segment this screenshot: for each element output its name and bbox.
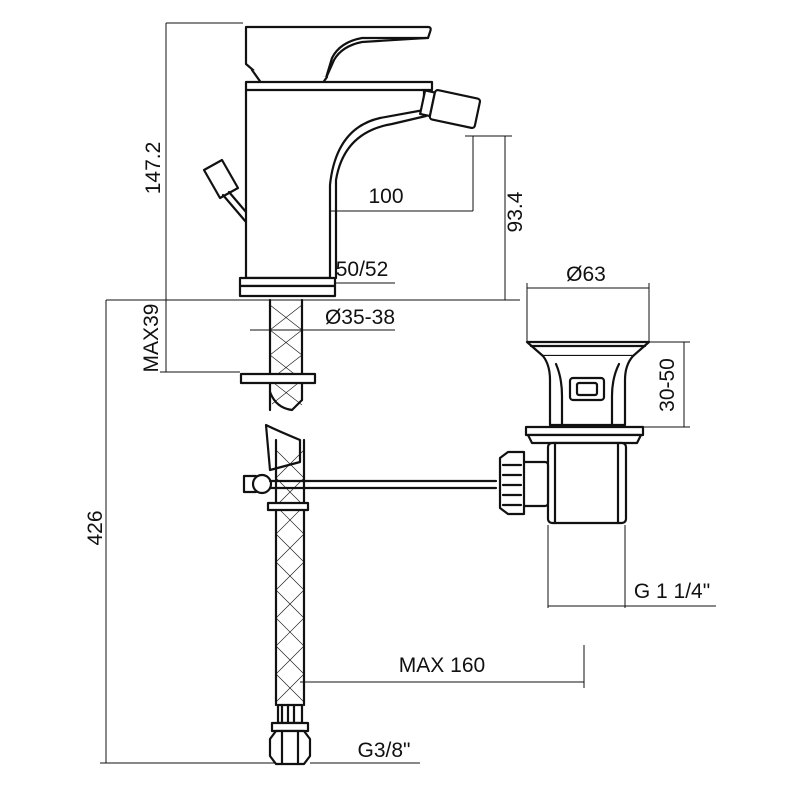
flexible-hose (264, 423, 312, 766)
mixer-body (244, 80, 434, 280)
lift-rod-linkage (242, 473, 498, 495)
label-spout-height: 93.4 (504, 191, 527, 232)
label-hose-length: 426 (84, 510, 107, 545)
lever-handle (244, 25, 432, 80)
label-waste-diameter: Ø63 (566, 263, 606, 286)
mixer-tap (202, 25, 482, 298)
label-waste-height: 30-50 (656, 358, 679, 412)
label-total-height: 147.2 (142, 142, 165, 195)
coupling-nut (498, 450, 526, 516)
label-hole-diameter: Ø35-38 (325, 306, 395, 329)
dimension-labels: 147.2 100 93.4 50/52 Ø35-38 MAX39 426 Ø6… (84, 142, 710, 762)
label-waste-thread: G 1 1/4" (634, 580, 710, 603)
label-max-deck: MAX39 (140, 304, 163, 373)
mounting-shank (239, 298, 317, 412)
lift-rod-knob (202, 158, 248, 224)
label-spout-reach: 100 (368, 185, 403, 208)
waste-body (546, 441, 628, 525)
base-plate (238, 276, 337, 288)
label-rod-length: MAX 160 (399, 654, 485, 677)
label-base-diameter: 50/52 (336, 258, 389, 281)
spout-nozzle (419, 89, 482, 130)
pop-up-waste (498, 340, 651, 525)
label-hose-thread: G3/8" (358, 739, 411, 762)
fixing-nut (239, 372, 317, 385)
waste-plug-cap (525, 340, 651, 358)
